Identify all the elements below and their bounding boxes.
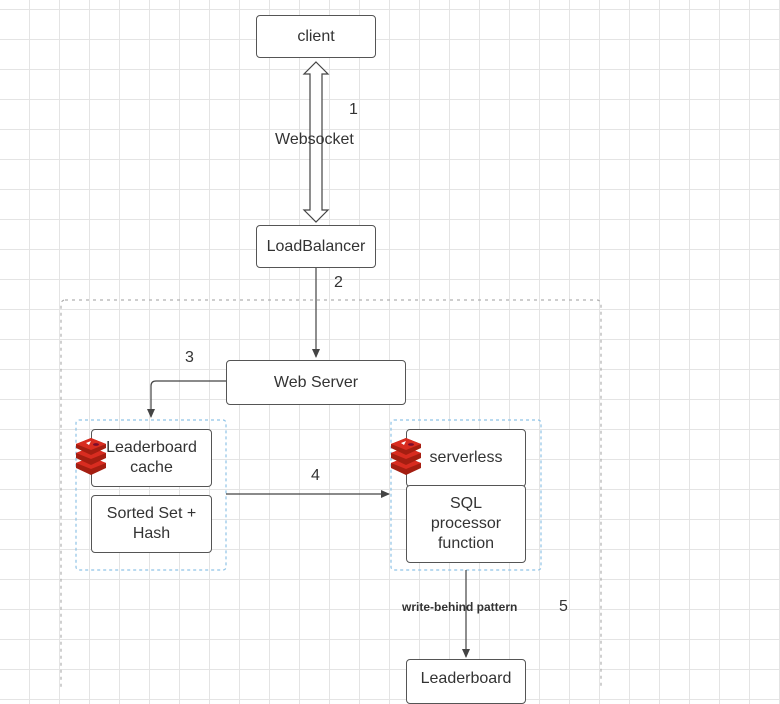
cache-group-boundary (75, 419, 227, 571)
redis-icon (76, 438, 106, 475)
client-label: client (297, 27, 335, 45)
serverless-node[interactable]: serverless (406, 429, 526, 487)
step-number-3: 3 (185, 349, 194, 366)
load-balancer-label: LoadBalancer (266, 237, 366, 255)
websocket-label: Websocket (275, 131, 354, 148)
step-number-5: 5 (559, 598, 568, 615)
write-behind-label: write-behind pattern (402, 600, 518, 614)
webserver-to-cache-arrow (147, 380, 226, 418)
leaderboard-db-node[interactable]: Leaderboard (406, 659, 526, 704)
leaderboard-cache-node[interactable]: Leaderboard cache (91, 429, 212, 487)
step-number-4: 4 (311, 467, 320, 484)
serverless-label: serverless (429, 449, 503, 466)
leaderboard-db-label: Leaderboard (420, 670, 512, 687)
sql-processor-label: SQL processor function (430, 495, 502, 552)
websocket-double-arrow (302, 61, 330, 223)
client-node[interactable]: client (256, 15, 376, 58)
connector-layer (60, 61, 602, 689)
load-balancer-node[interactable]: LoadBalancer (256, 225, 376, 268)
leaderboard-cache-label: Leaderboard cache (106, 439, 197, 476)
sql-processor-node[interactable]: SQL processor function (406, 485, 526, 563)
serverless-group-boundary (390, 419, 542, 571)
backend-group-boundary (60, 299, 602, 689)
web-server-node[interactable]: Web Server (226, 360, 406, 405)
step-number-1: 1 (349, 101, 358, 118)
web-server-label: Web Server (273, 373, 359, 391)
redis-icon (391, 438, 421, 475)
step-number-2: 2 (334, 274, 343, 291)
sorted-set-label: Sorted Set + Hash (106, 505, 197, 542)
sorted-set-node[interactable]: Sorted Set + Hash (91, 495, 212, 553)
